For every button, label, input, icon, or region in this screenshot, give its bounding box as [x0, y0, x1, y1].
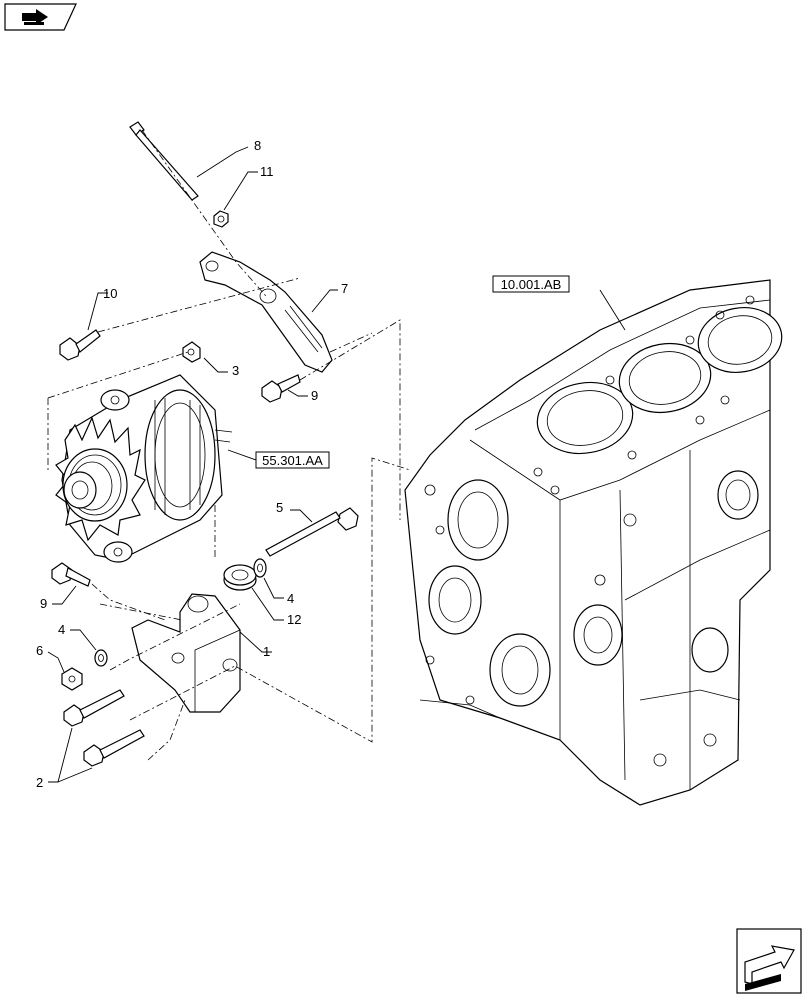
- nut-6: [61, 667, 83, 691]
- callout-10: 10: [103, 286, 117, 301]
- callout-12: 12: [287, 612, 301, 627]
- alternator-reference[interactable]: 55.301.AA: [255, 451, 330, 469]
- bolt-10: [59, 329, 101, 361]
- bolt-9-upper: [261, 374, 301, 403]
- callout-8: 8: [254, 138, 261, 153]
- alternator: [55, 374, 233, 563]
- next-page-arrow-icon[interactable]: [736, 928, 802, 994]
- callout-6: 6: [36, 643, 43, 658]
- spacer: [182, 341, 201, 363]
- long-bolt-5: [265, 507, 359, 557]
- page-link-arrow-icon[interactable]: [4, 3, 77, 31]
- alternator-reference-label: 55.301.AA: [262, 453, 323, 468]
- callout-1: 1: [263, 644, 270, 659]
- callout-9-upper: 9: [311, 388, 318, 403]
- callout-3: 3: [232, 363, 239, 378]
- bushing: [223, 564, 257, 591]
- long-bolt: [129, 121, 199, 201]
- engine-block: [404, 279, 783, 806]
- callout-9-lower: 9: [40, 596, 47, 611]
- callout-11: 11: [260, 164, 274, 179]
- engine-block-reference-label: 10.001.AB: [501, 277, 562, 292]
- engine-block-reference[interactable]: 10.001.AB: [492, 275, 570, 293]
- washer-right: [253, 558, 267, 578]
- callout-2: 2: [36, 775, 43, 790]
- bolt-2-lower: [83, 729, 145, 767]
- mounting-bracket: [131, 593, 241, 713]
- callout-7: 7: [341, 281, 348, 296]
- callout-4-right: 4: [287, 591, 294, 606]
- bolt-9-lower: [51, 562, 91, 587]
- bolt-2-upper: [63, 689, 125, 727]
- callout-5: 5: [276, 500, 283, 515]
- washer-left: [94, 649, 108, 667]
- adjusting-bracket: [199, 251, 333, 373]
- callout-4-left: 4: [58, 622, 65, 637]
- nut: [213, 210, 229, 228]
